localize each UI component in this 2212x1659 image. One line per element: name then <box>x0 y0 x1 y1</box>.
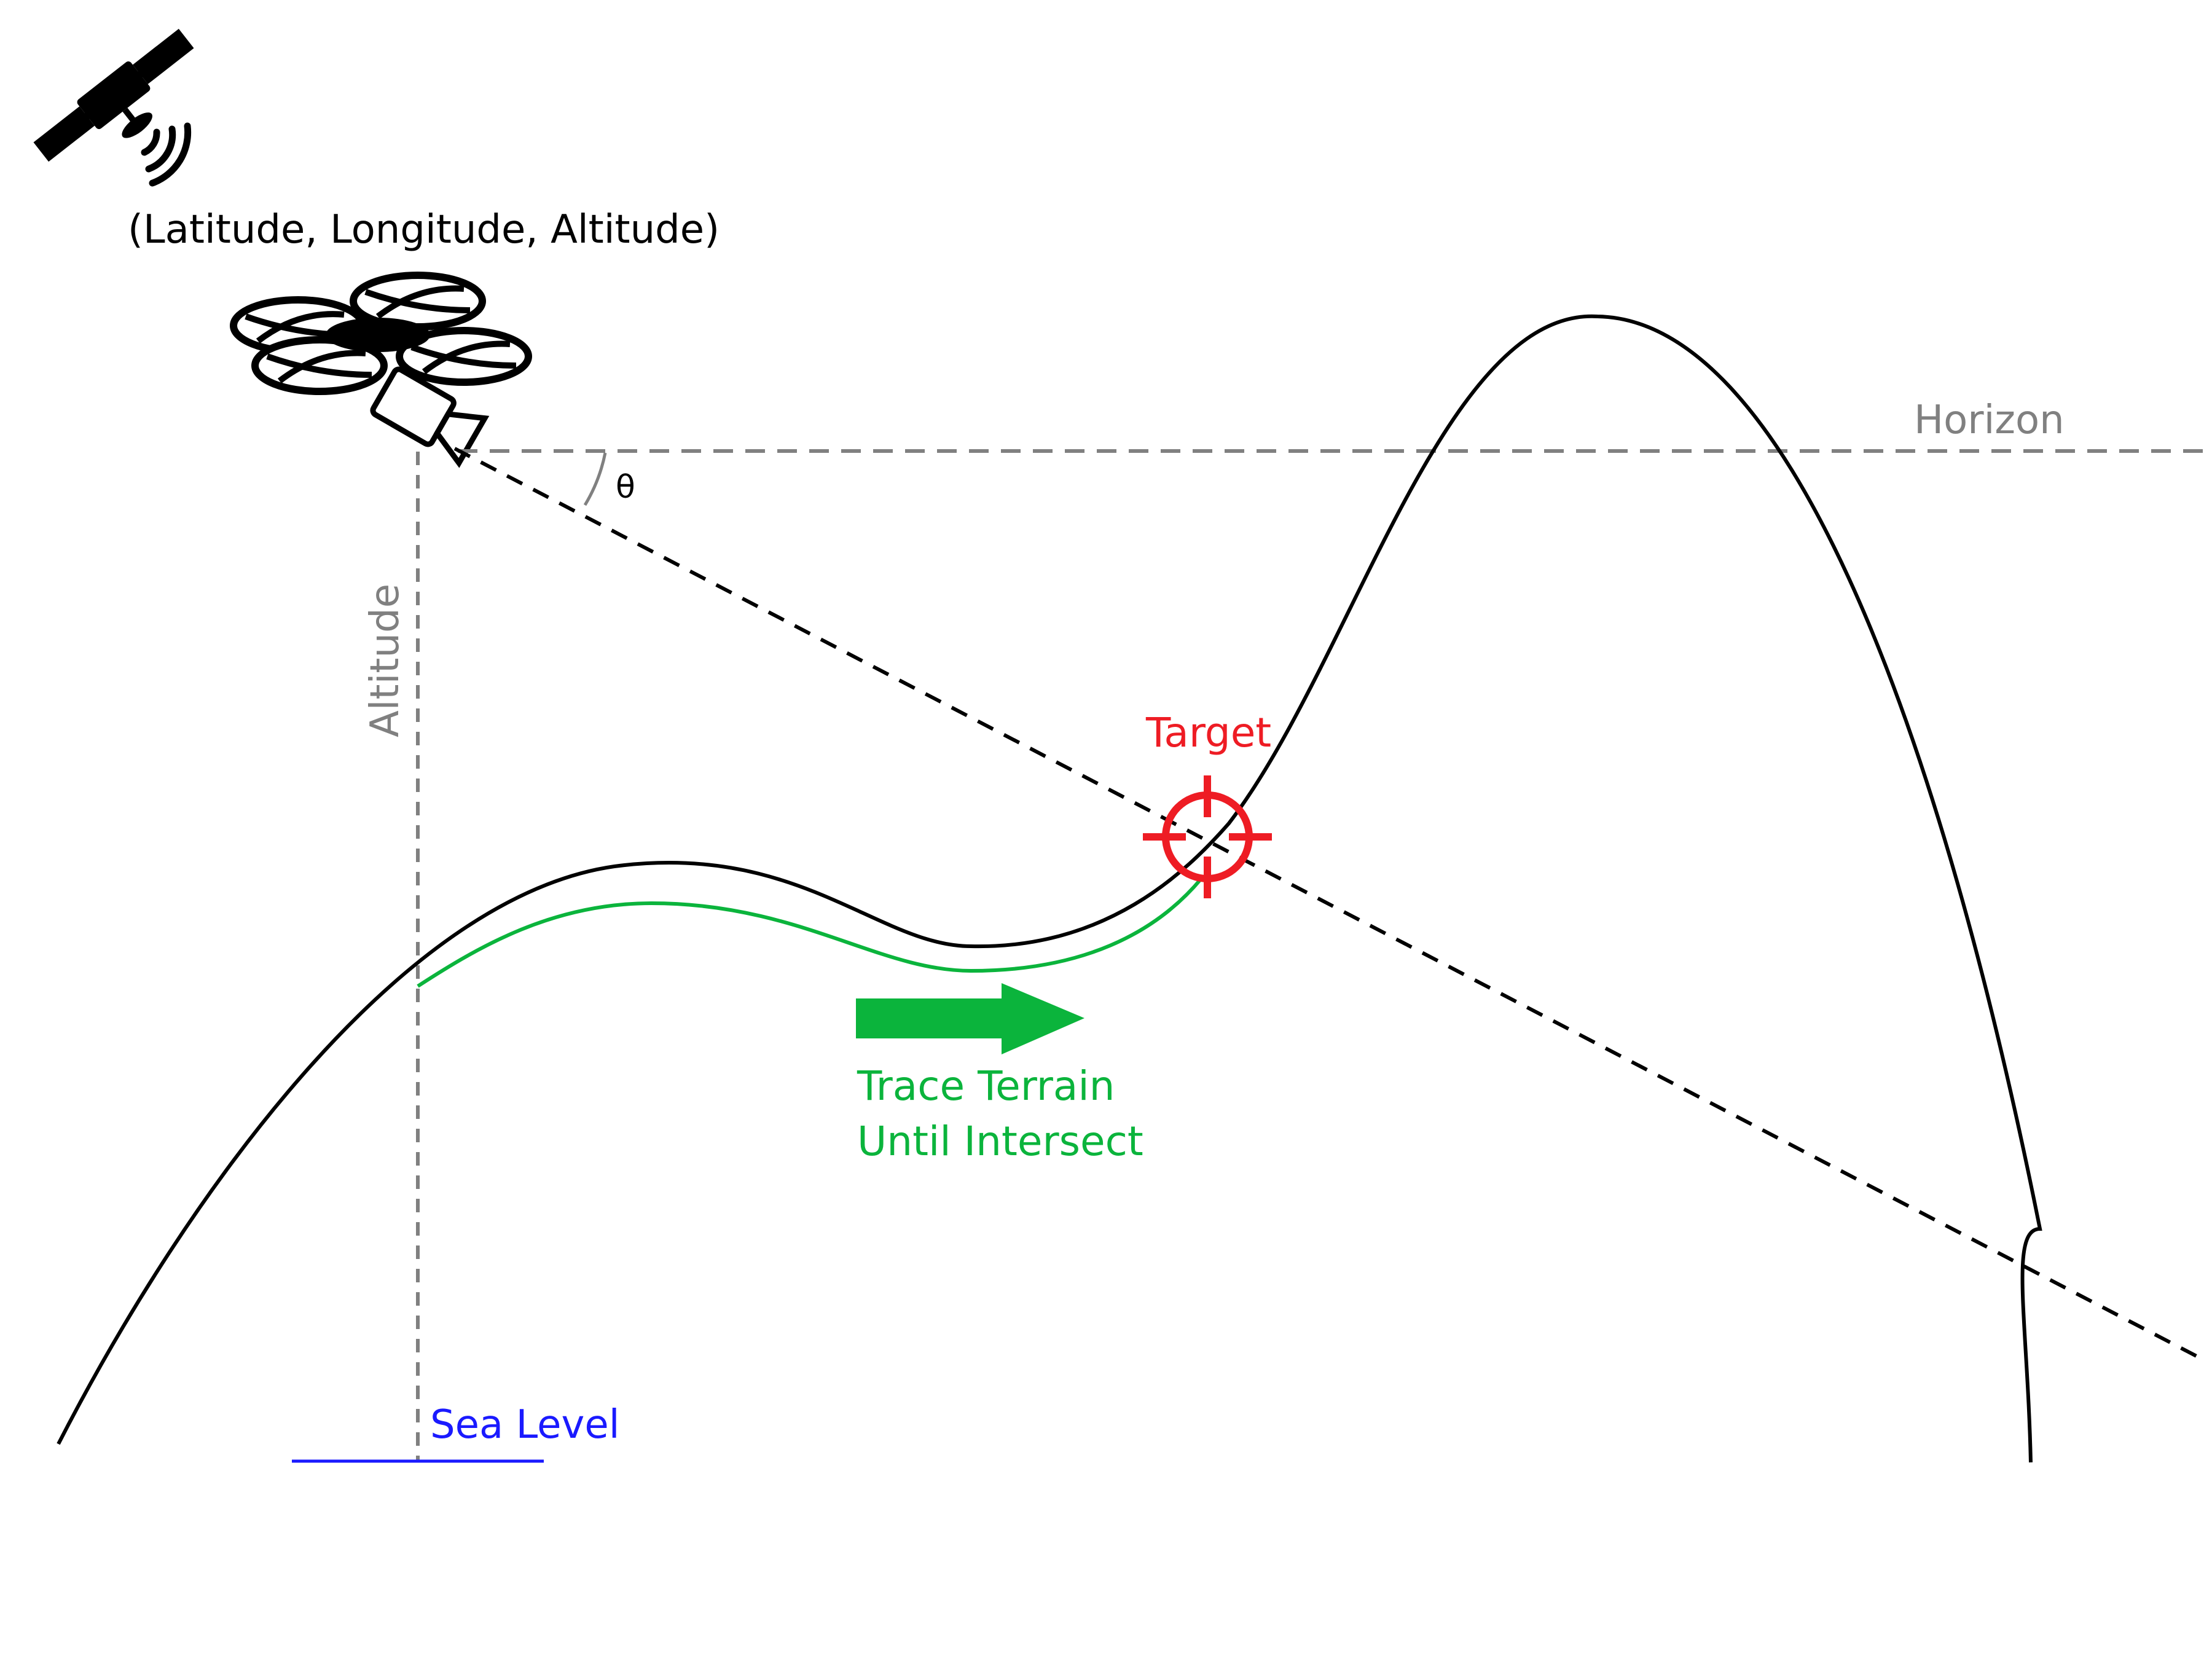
trace-label-line1: Trace Terrain <box>857 1062 1115 1110</box>
crosshair-icon <box>1143 775 1272 898</box>
coordinates-label: (Latitude, Longitude, Altitude) <box>128 207 720 253</box>
terrain-profile <box>57 314 2042 1463</box>
terrain-trace-path <box>417 877 1203 988</box>
horizon-label: Horizon <box>1914 398 2065 443</box>
trace-label-line2: Until Intersect <box>857 1118 1143 1165</box>
line-of-sight <box>453 447 2207 1363</box>
drone-icon <box>230 272 532 395</box>
signal-waves-icon <box>141 122 192 187</box>
camera-icon <box>370 366 490 468</box>
target-label: Target <box>1145 709 1271 756</box>
sea-level-label: Sea Level <box>430 1402 620 1448</box>
arrow-right-icon <box>856 983 1084 1054</box>
satellite-icon <box>33 28 194 162</box>
altitude-label: Altitude <box>363 584 408 737</box>
angle-arc <box>583 452 607 506</box>
angle-label: θ <box>616 469 635 506</box>
